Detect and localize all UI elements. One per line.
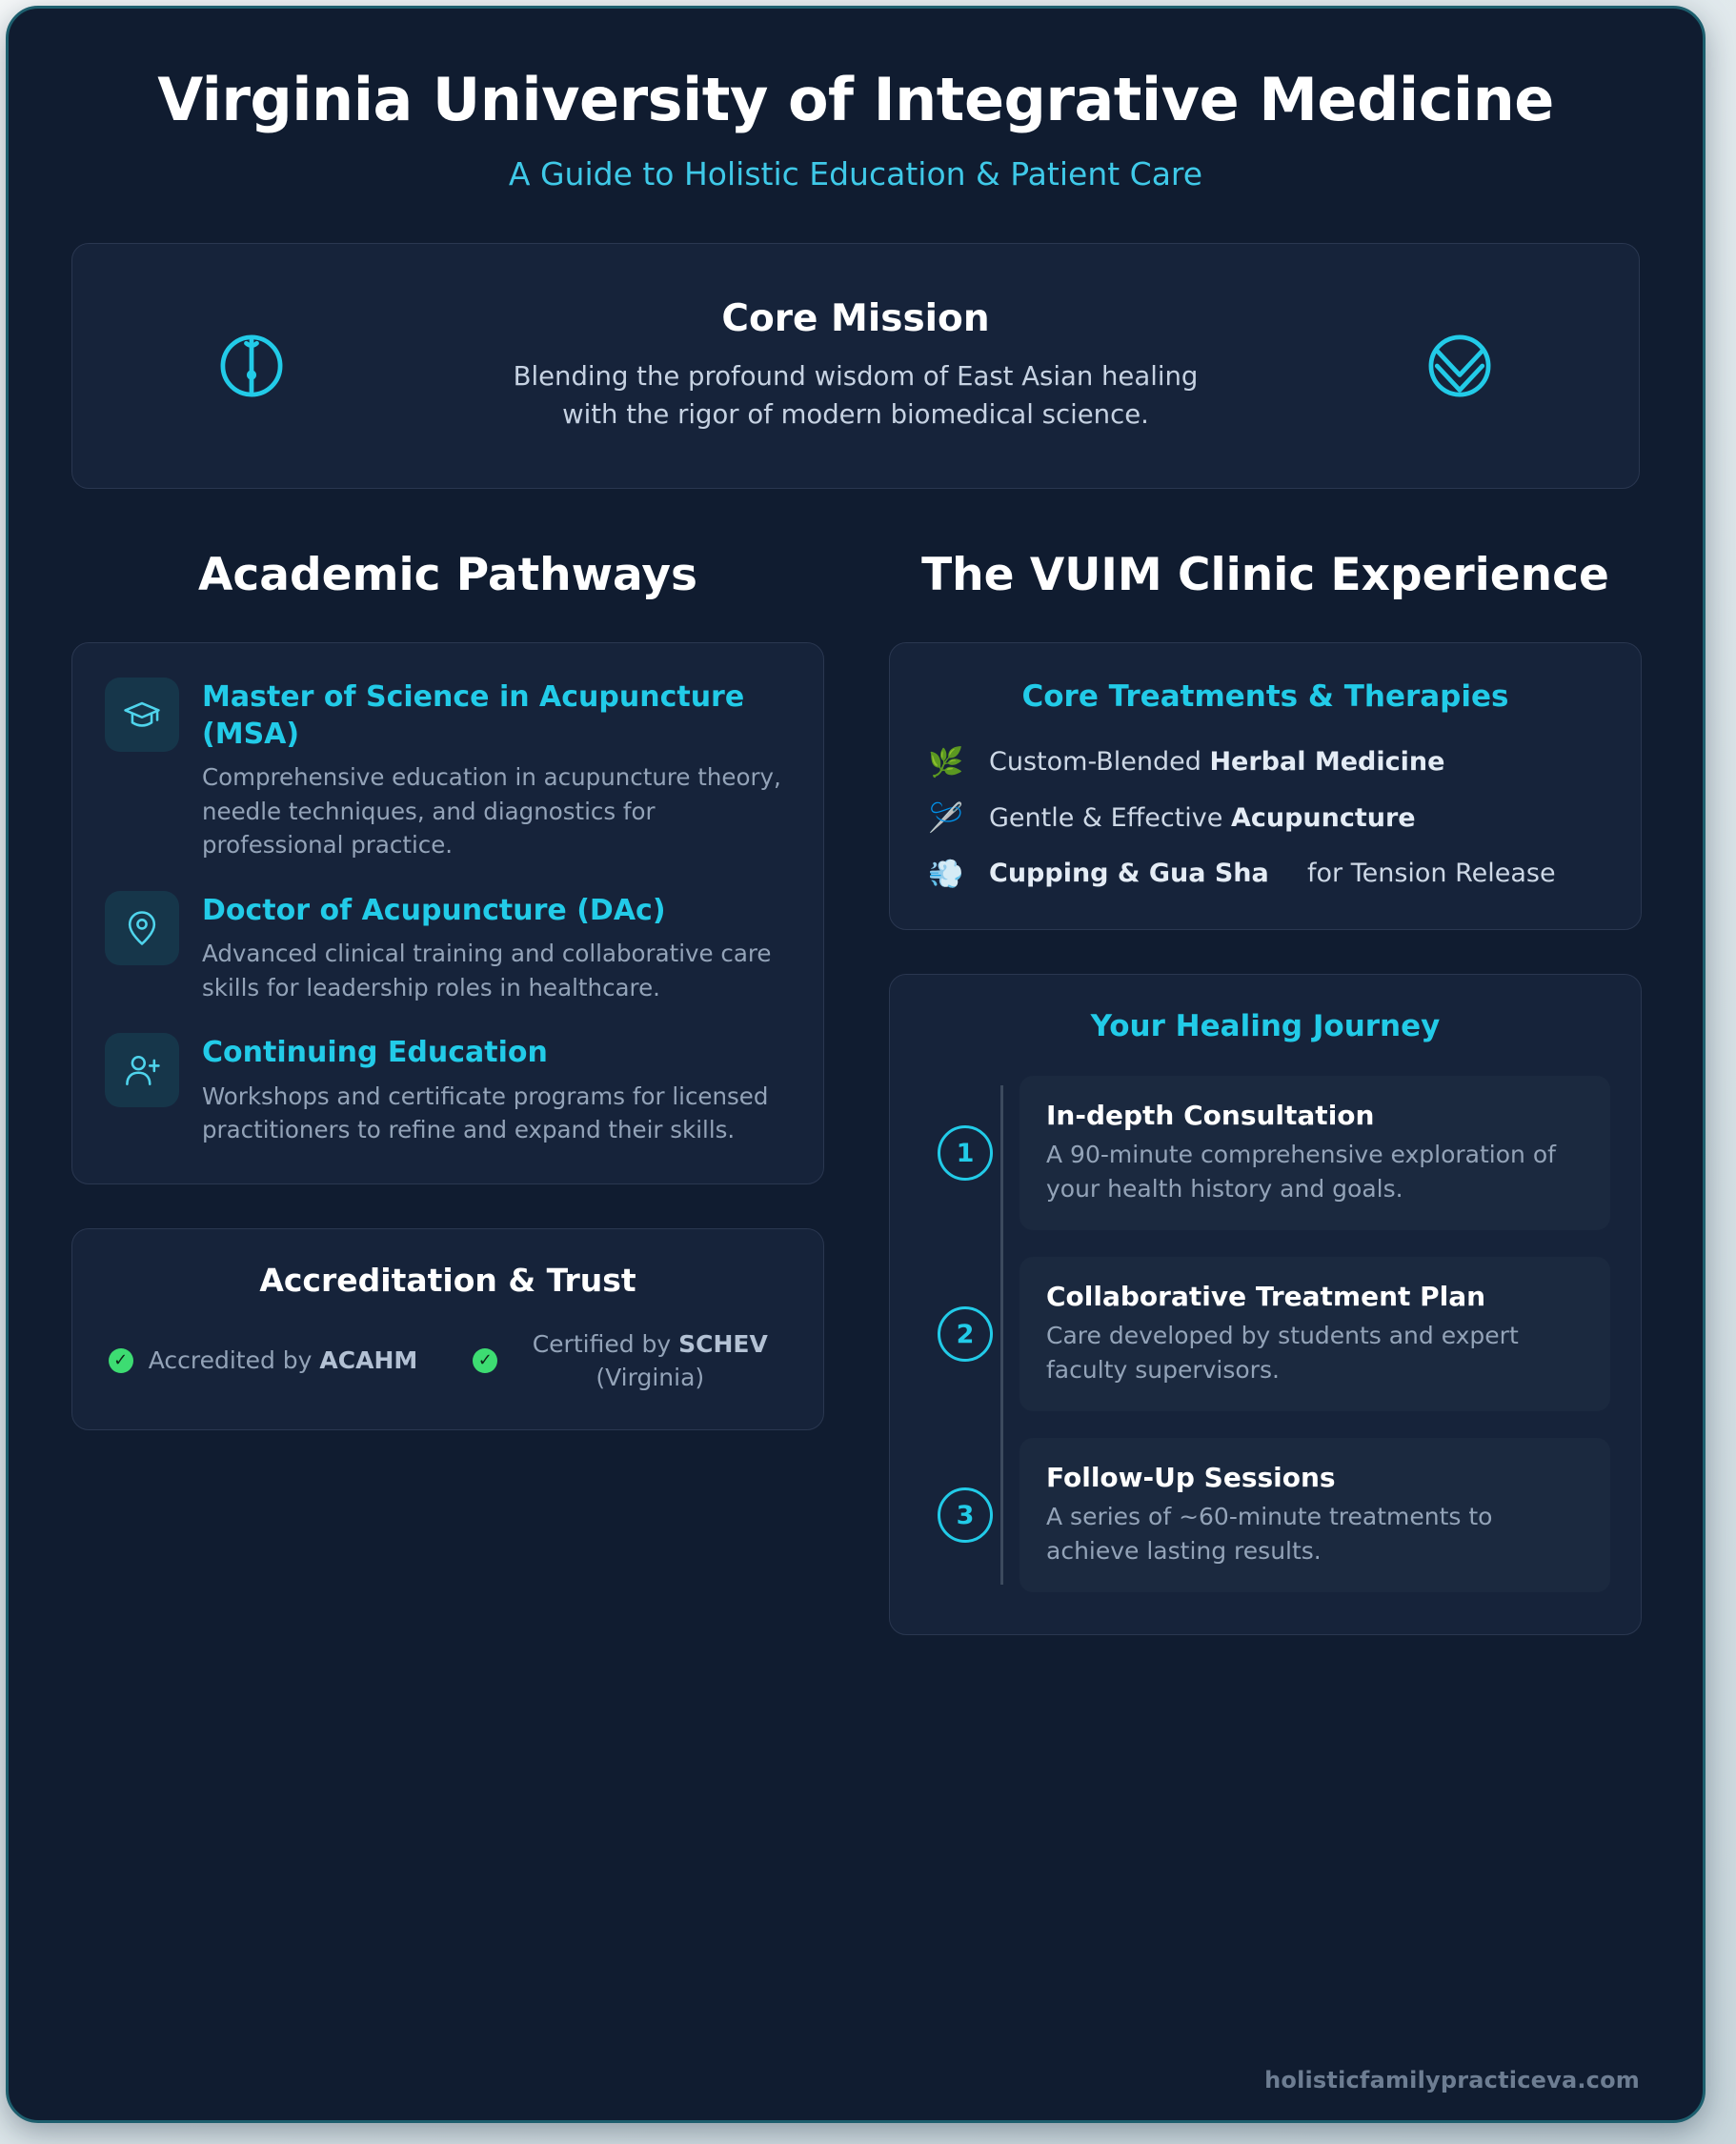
journey-step[interactable]: 1 In-depth Consultation A 90-minute comp…: [938, 1076, 1610, 1230]
check-circle-icon: ✓: [108, 1348, 133, 1374]
program-description: Advanced clinical training and collabora…: [202, 940, 772, 1001]
healing-journey-title: Your Healing Journey: [1090, 1009, 1441, 1043]
core-mission-card: Core Mission Blending the profound wisdo…: [71, 242, 1640, 489]
program-title: Doctor of Acupuncture (DAc): [202, 893, 666, 927]
journey-timeline: 1 In-depth Consultation A 90-minute comp…: [920, 1076, 1610, 1592]
main-columns: Academic Pathways Mast: [71, 550, 1642, 1635]
academic-pathways-heading: Academic Pathways: [198, 548, 697, 601]
program-title: Continuing Education: [202, 1036, 548, 1070]
treatment-label: Gentle & Effective Acupuncture: [989, 802, 1416, 836]
step-description: Care developed by students and expert fa…: [1046, 1322, 1519, 1384]
treatment-item: 🪡 Gentle & Effective Acupuncture: [926, 802, 1605, 836]
treatment-label: Cupping & Gua Sha for Tension Release: [989, 858, 1605, 891]
healing-journey-card: Your Healing Journey 1 In-depth Consulta…: [889, 974, 1642, 1635]
acupuncture-needle-circle-icon: [215, 330, 288, 402]
journey-step[interactable]: 2 Collaborative Treatment Plan Care deve…: [938, 1257, 1610, 1411]
accreditation-title: Accreditation & Trust: [259, 1261, 636, 1299]
programs-card: Master of Science in Acupuncture (MSA) C…: [71, 642, 824, 1184]
treatment-strong: Cupping & Gua Sha: [989, 859, 1269, 889]
step-description: A 90-minute comprehensive exploration of…: [1046, 1141, 1556, 1203]
treatment-prefix: Gentle & Effective: [989, 802, 1231, 833]
program-description: Comprehensive education in acupuncture t…: [202, 763, 781, 860]
accreditation-org: SCHEV: [678, 1329, 768, 1358]
page-subtitle: A Guide to Holistic Education & Patient …: [508, 155, 1203, 193]
ginkgo-leaf-circle-icon: [1423, 330, 1496, 402]
step-title: Collaborative Treatment Plan: [1046, 1281, 1486, 1312]
treatments-card: Core Treatments & Therapies 🌿 Custom-Ble…: [889, 642, 1642, 930]
treatment-item: 💨 Cupping & Gua Sha for Tension Release: [926, 858, 1605, 891]
treatment-tail: for Tension Release: [1307, 859, 1556, 889]
footer-url[interactable]: holisticfamilypracticeva.com: [1264, 2067, 1640, 2093]
graduation-cap-icon: [105, 678, 179, 753]
program-item[interactable]: Doctor of Acupuncture (DAc) Advanced cli…: [105, 890, 791, 1004]
accreditation-org: ACAHM: [319, 1346, 418, 1375]
sewing-needle-emoji: 🪡: [928, 801, 964, 836]
poster-card: Virginia University of Integrative Medic…: [6, 6, 1706, 2123]
program-description: Workshops and certificate programs for l…: [202, 1082, 769, 1144]
check-circle-icon: ✓: [473, 1348, 498, 1374]
treatment-prefix: Custom-Blended: [989, 747, 1210, 778]
step-description: A series of ~60-minute treatments to ach…: [1046, 1503, 1493, 1565]
step-number-badge: 1: [938, 1125, 993, 1181]
clinic-experience-heading: The VUIM Clinic Experience: [921, 548, 1609, 601]
page-title: Virginia University of Integrative Medic…: [157, 65, 1554, 134]
accreditation-suffix: (Virginia): [595, 1364, 705, 1392]
core-mission-line-2: with the rigor of modern biomedical scie…: [562, 399, 1149, 431]
treatments-title: Core Treatments & Therapies: [1021, 679, 1509, 715]
accreditation-prefix: Certified by: [532, 1329, 679, 1358]
accreditation-item: ✓ Accredited by ACAHM: [108, 1327, 418, 1395]
timeline-rail: [1000, 1085, 1003, 1585]
journey-step[interactable]: 3 Follow-Up Sessions A series of ~60-min…: [938, 1438, 1610, 1592]
program-title: Master of Science in Acupuncture (MSA): [202, 680, 745, 751]
program-item[interactable]: Master of Science in Acupuncture (MSA) C…: [105, 678, 791, 861]
step-number-badge: 2: [938, 1306, 993, 1362]
treatment-strong: Acupuncture: [1230, 802, 1416, 833]
poster-inner: Virginia University of Integrative Medic…: [9, 9, 1703, 2120]
accreditation-row: ✓ Accredited by ACAHM ✓ Certified by SCH…: [105, 1327, 791, 1395]
accreditation-text: Certified by SCHEV (Virginia): [513, 1327, 787, 1395]
dash-wind-emoji: 💨: [928, 857, 964, 891]
herb-emoji: 🌿: [928, 745, 964, 779]
clinic-experience-column: The VUIM Clinic Experience Core Treatmen…: [889, 550, 1642, 1635]
treatment-strong: Herbal Medicine: [1209, 747, 1445, 778]
step-title: In-depth Consultation: [1046, 1100, 1375, 1131]
program-item[interactable]: Continuing Education Workshops and certi…: [105, 1033, 791, 1146]
accreditation-card: Accreditation & Trust ✓ Accredited by AC…: [71, 1227, 824, 1430]
accreditation-item: ✓ Certified by SCHEV (Virginia): [473, 1327, 787, 1395]
accreditation-prefix: Accredited by: [148, 1346, 320, 1375]
step-number-badge: 3: [938, 1487, 993, 1543]
academic-pathways-column: Academic Pathways Mast: [71, 550, 824, 1430]
step-title: Follow-Up Sessions: [1046, 1462, 1336, 1493]
core-mission-title: Core Mission: [721, 296, 990, 340]
accreditation-text: Accredited by ACAHM: [149, 1344, 418, 1378]
core-mission-text: Core Mission Blending the profound wisdo…: [514, 297, 1199, 435]
step-card: Follow-Up Sessions A series of ~60-minut…: [1019, 1438, 1610, 1592]
treatment-item: 🌿 Custom-Blended Herbal Medicine: [926, 746, 1605, 779]
step-card: In-depth Consultation A 90-minute compre…: [1019, 1076, 1610, 1230]
map-pin-icon: [105, 890, 179, 965]
treatment-label: Custom-Blended Herbal Medicine: [989, 746, 1444, 779]
step-card: Collaborative Treatment Plan Care develo…: [1019, 1257, 1610, 1411]
core-mission-line-1: Blending the profound wisdom of East Asi…: [513, 360, 1199, 392]
user-plus-icon: [105, 1033, 179, 1108]
